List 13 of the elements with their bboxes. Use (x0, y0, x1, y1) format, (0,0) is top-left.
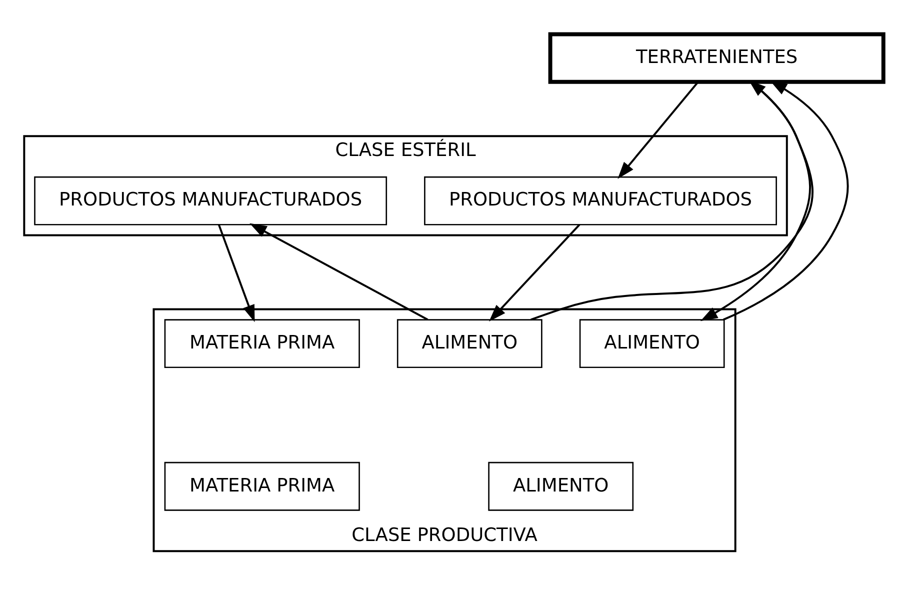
node-box: ALIMENTO (488, 461, 634, 510)
node-box: MATERIA PRIMA (164, 461, 360, 510)
node-box: TERRATENIENTES (548, 32, 886, 84)
node-box: PRODUCTOS MANUFACTURADOS (34, 176, 388, 225)
node-box: PRODUCTOS MANUFACTURADOS (424, 176, 777, 225)
node-box: ALIMENTO (396, 318, 542, 368)
node-box: ALIMENTO (579, 318, 725, 368)
arrow (218, 224, 255, 322)
arrow (489, 224, 580, 322)
node-box: MATERIA PRIMA (164, 318, 360, 368)
arrow (618, 80, 699, 178)
arrow (700, 80, 811, 321)
arrow (250, 222, 428, 320)
